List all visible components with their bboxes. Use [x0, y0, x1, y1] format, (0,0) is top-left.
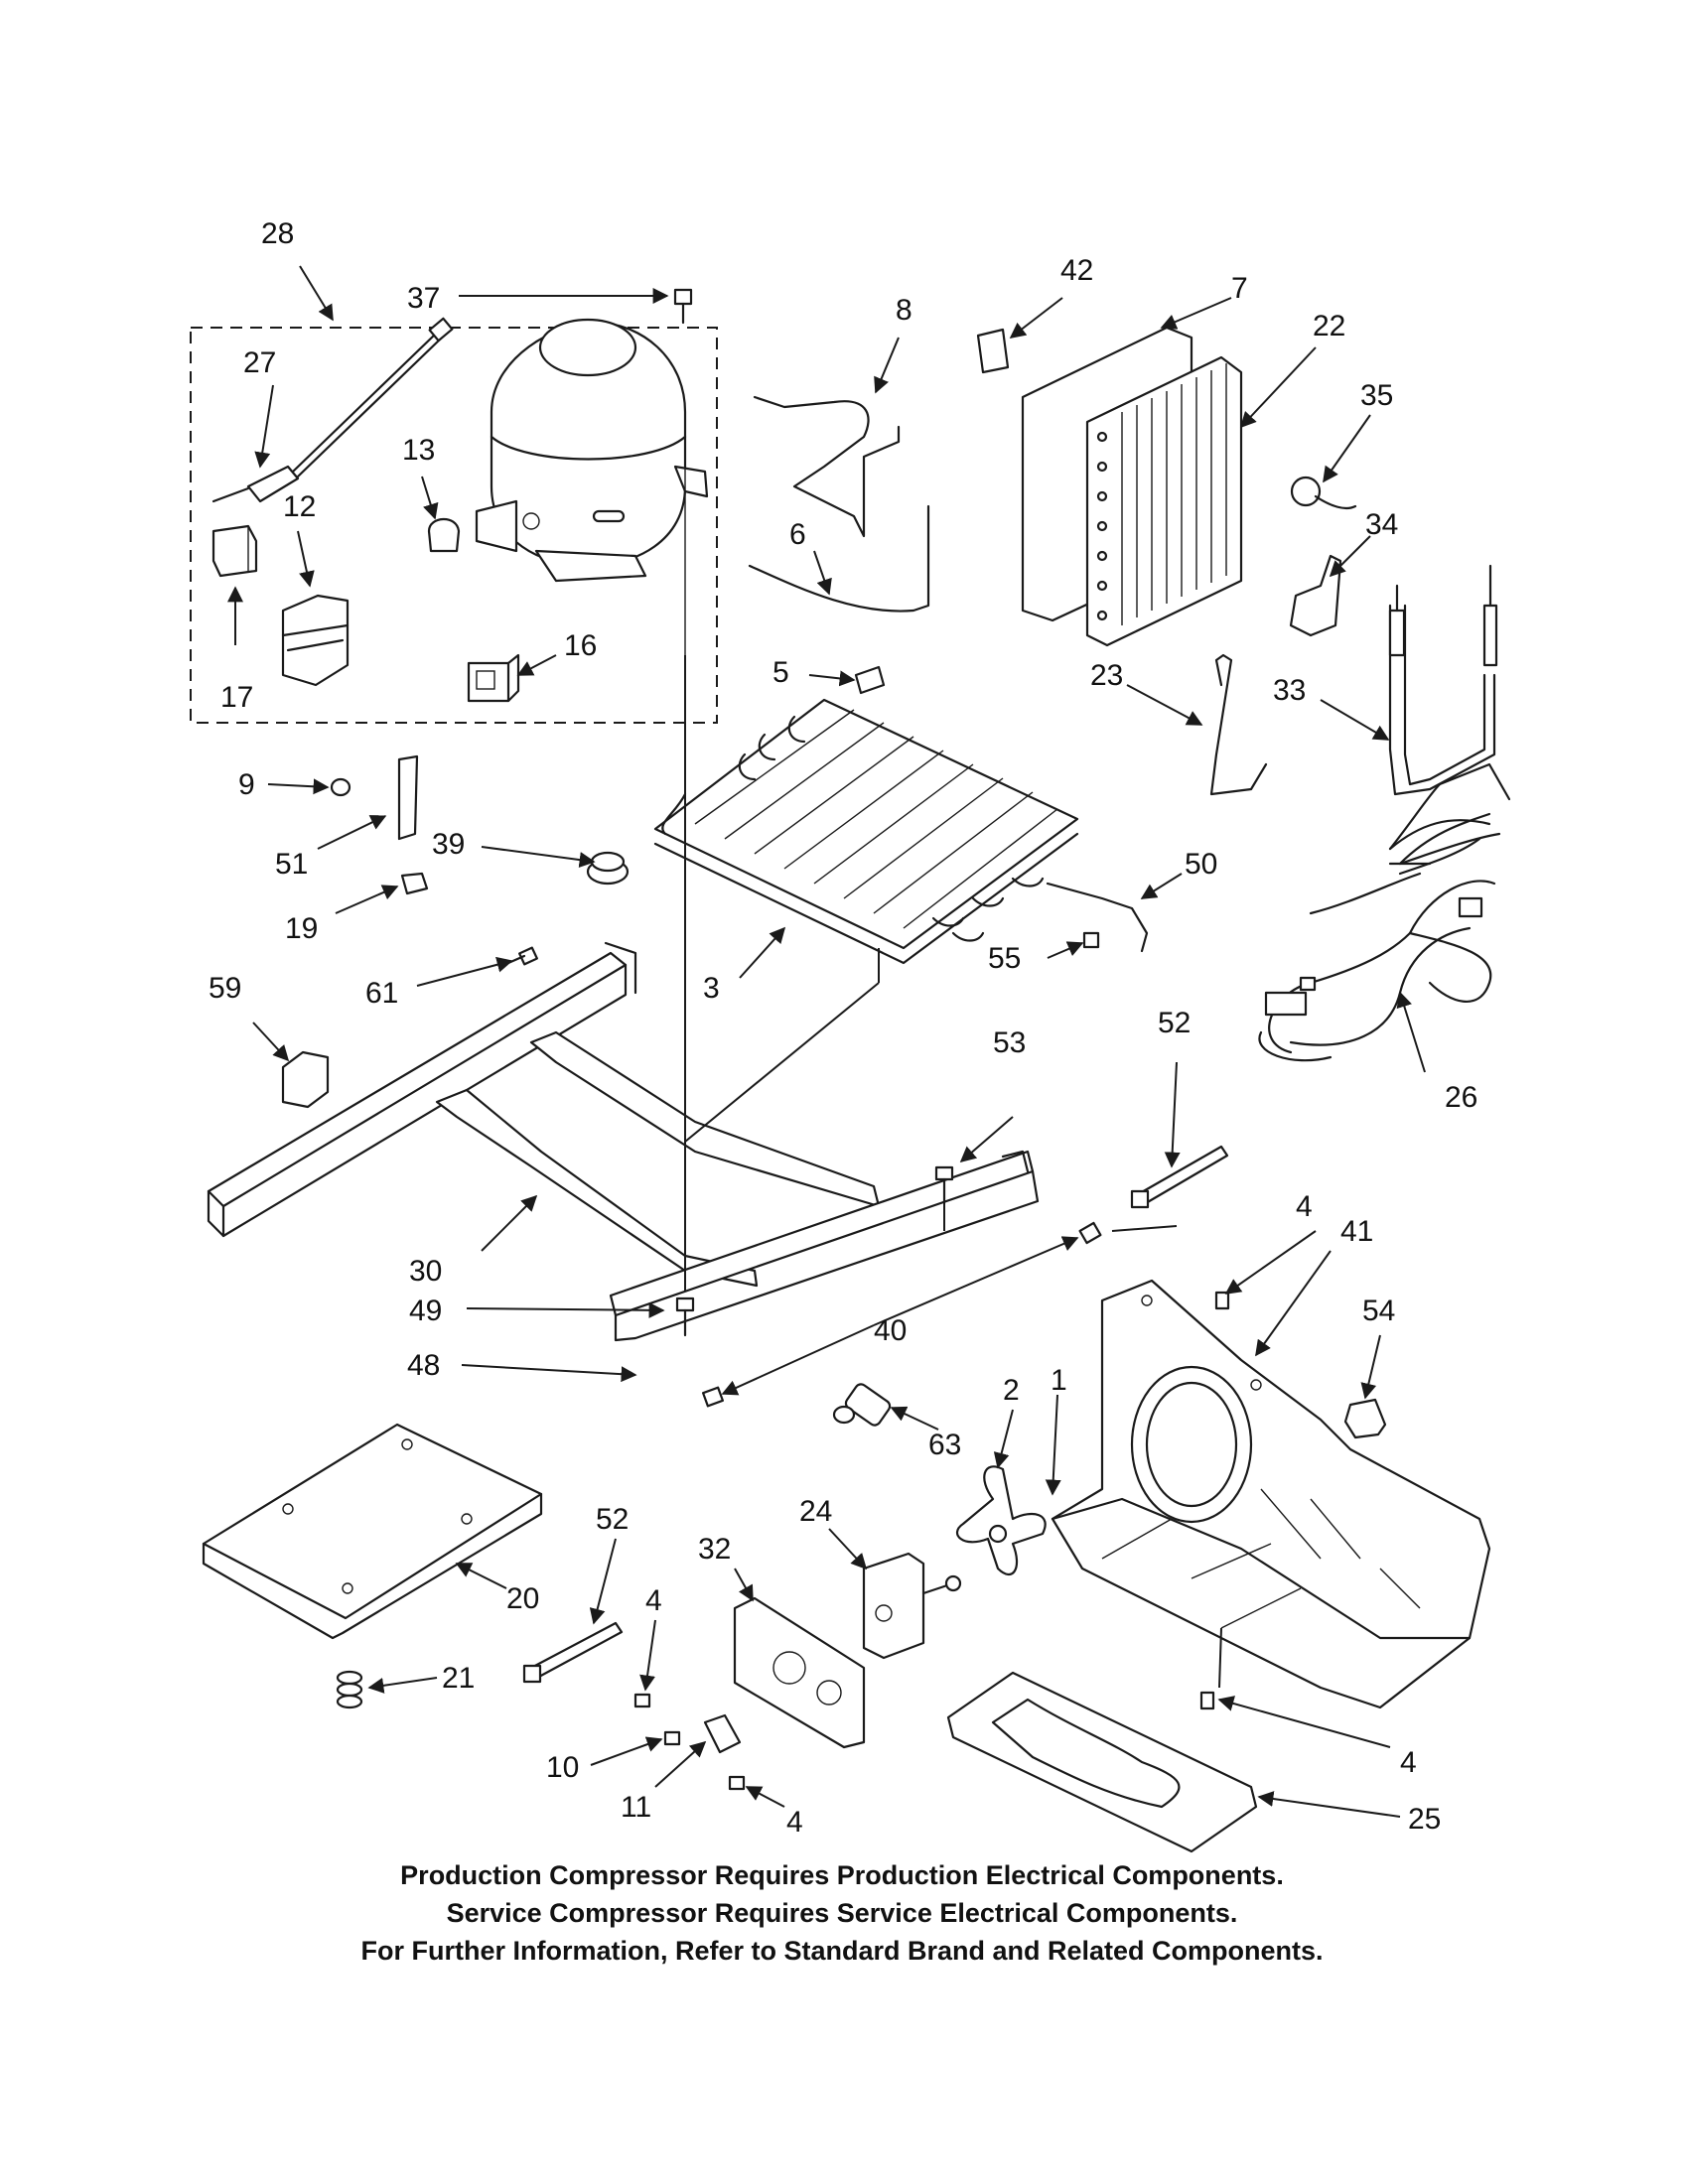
spring-part[interactable] [336, 1670, 363, 1709]
motor-bracket-part[interactable] [733, 1596, 866, 1749]
tube-clip-part[interactable] [854, 665, 886, 695]
callout-12: 12 [283, 490, 316, 523]
start-relay-part[interactable] [211, 317, 454, 503]
callout-42: 42 [1060, 254, 1093, 287]
callout-61: 61 [365, 977, 398, 1010]
bracket-clip-part[interactable] [976, 328, 1010, 374]
callout-50: 50 [1185, 848, 1217, 881]
callout-27: 27 [243, 346, 276, 379]
callout-33: 33 [1273, 674, 1306, 707]
callout-63: 63 [928, 1429, 961, 1461]
leader-lines [227, 265, 1426, 1818]
wire-harness-part[interactable] [1258, 762, 1511, 1062]
frame-rail-part[interactable] [207, 941, 1040, 1342]
callout-55: 55 [988, 942, 1021, 975]
tube-bracket-part[interactable] [1046, 882, 1149, 953]
clip-part[interactable] [427, 517, 461, 553]
callout-28: 28 [261, 217, 294, 250]
fan-shaft-part[interactable] [832, 1382, 892, 1428]
callout-23: 23 [1090, 659, 1123, 692]
callout-21: 21 [442, 1662, 475, 1695]
callout-16: 16 [564, 629, 597, 662]
fan-motor-part[interactable] [862, 1552, 962, 1660]
callout-3: 3 [703, 972, 720, 1005]
frame-screw-part[interactable] [675, 1165, 1102, 1408]
tube-part[interactable] [753, 395, 901, 538]
cap-part[interactable] [330, 777, 351, 797]
grommet-part[interactable] [586, 851, 630, 886]
thermostat-part[interactable] [1290, 476, 1357, 510]
tie-strap-part[interactable] [1130, 1145, 1229, 1209]
screw-part-55[interactable] [1082, 931, 1100, 949]
fan-housing-part[interactable] [1051, 1279, 1491, 1709]
callout-48: 48 [407, 1349, 440, 1382]
notes-block: Production Compressor Requires Productio… [0, 1856, 1684, 1970]
dryer-tubes-part[interactable] [1388, 564, 1498, 796]
retainer-part[interactable] [281, 1050, 330, 1109]
callout-17: 17 [220, 681, 253, 714]
note-line-3: For Further Information, Refer to Standa… [360, 1936, 1324, 1966]
compressor-kit-box [190, 327, 718, 724]
callout-52b: 52 [596, 1503, 629, 1536]
note-line-1: Production Compressor Requires Productio… [400, 1860, 1284, 1890]
wire-nut-part[interactable] [1343, 1398, 1387, 1439]
callout-4c: 4 [786, 1806, 803, 1839]
callout-5: 5 [772, 656, 789, 689]
bolt-part[interactable] [506, 946, 538, 966]
overload-part[interactable] [211, 524, 258, 578]
callout-numbers: 28 37 27 13 12 16 17 42 7 22 8 6 35 34 5… [209, 217, 1477, 1839]
callout-22: 22 [1313, 310, 1345, 342]
callout-8: 8 [896, 294, 912, 327]
callout-25: 25 [1408, 1803, 1441, 1836]
callout-9: 9 [238, 768, 255, 801]
drain-pan-part[interactable] [946, 1671, 1258, 1853]
evaporator-coil-part[interactable] [653, 698, 1079, 965]
mounting-plate-part[interactable] [202, 1423, 543, 1640]
callout-54: 54 [1362, 1295, 1395, 1327]
callout-30: 30 [409, 1255, 442, 1288]
mounting-plate-part-11[interactable] [703, 1713, 742, 1754]
condenser-part[interactable] [1021, 326, 1243, 647]
callout-7: 7 [1231, 272, 1248, 305]
callout-39: 39 [432, 828, 465, 861]
hose-part[interactable] [397, 754, 419, 841]
screw-part-4[interactable] [633, 1291, 1230, 1791]
callout-10: 10 [546, 1751, 579, 1784]
callout-20: 20 [506, 1582, 539, 1615]
callout-13: 13 [402, 434, 435, 467]
drier-tube-part[interactable] [748, 504, 930, 613]
callout-34: 34 [1365, 508, 1398, 541]
fan-blade-part[interactable] [956, 1465, 1047, 1575]
callout-41: 41 [1340, 1215, 1373, 1248]
callout-52a: 52 [1158, 1007, 1191, 1039]
relay-part[interactable] [281, 594, 350, 687]
screw-part[interactable] [673, 288, 693, 325]
callout-59: 59 [209, 972, 241, 1005]
hanger-part[interactable] [1209, 653, 1268, 796]
clamp-part[interactable] [400, 872, 429, 895]
callout-4b: 4 [645, 1584, 662, 1617]
callout-26: 26 [1445, 1081, 1477, 1114]
callout-19: 19 [285, 912, 318, 945]
tie-strap-part-2[interactable] [522, 1621, 624, 1684]
capacitor-part[interactable] [467, 653, 520, 703]
callout-35: 35 [1360, 379, 1393, 412]
callout-11: 11 [621, 1791, 651, 1824]
callout-49: 49 [409, 1295, 442, 1327]
callout-4a: 4 [1296, 1190, 1313, 1223]
callout-1: 1 [1051, 1364, 1067, 1397]
callout-40: 40 [874, 1314, 907, 1347]
callout-51: 51 [275, 848, 308, 881]
callout-6: 6 [789, 518, 806, 551]
callout-32: 32 [698, 1533, 731, 1566]
compressor-part[interactable] [475, 318, 709, 655]
callout-4d: 4 [1400, 1746, 1417, 1779]
callout-53: 53 [993, 1026, 1026, 1059]
callout-37: 37 [407, 282, 440, 315]
mounting-clip-part[interactable] [1289, 554, 1342, 637]
callout-24: 24 [799, 1495, 832, 1528]
note-line-2: Service Compressor Requires Service Elec… [446, 1898, 1238, 1928]
callout-2: 2 [1003, 1374, 1020, 1407]
